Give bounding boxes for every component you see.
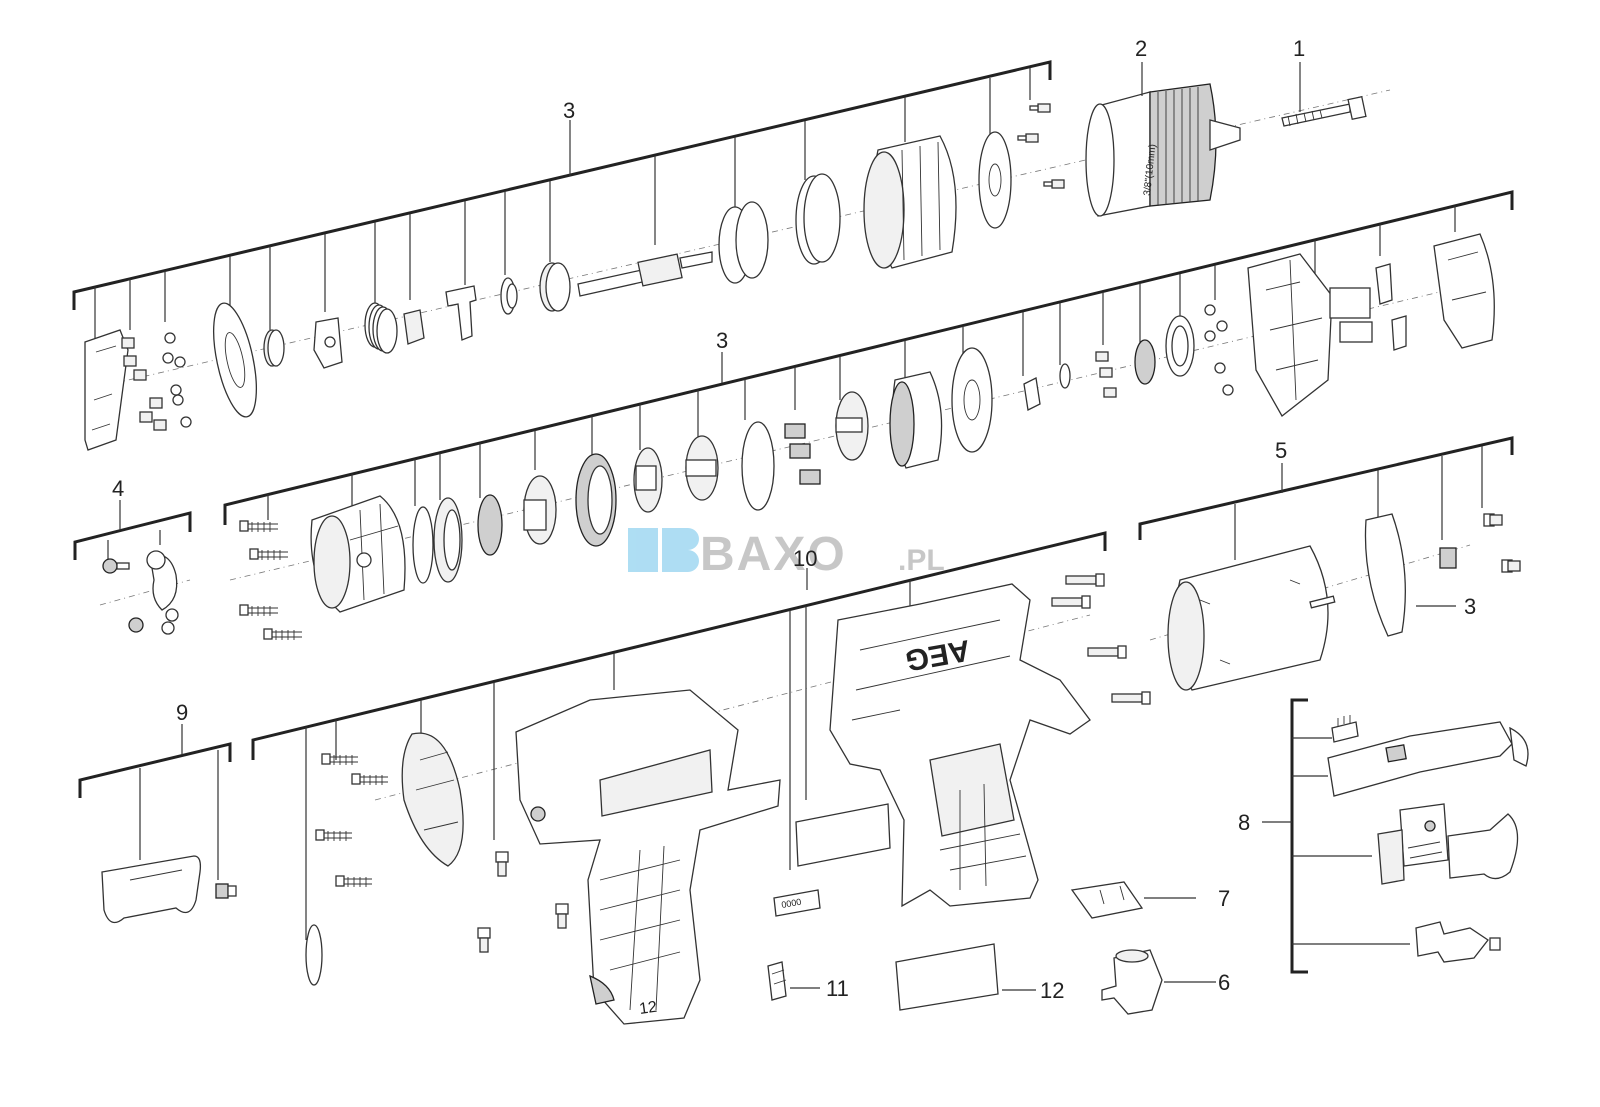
bracket-group-4: [73, 500, 192, 635]
callout-3-motor: 3: [1464, 594, 1476, 619]
trigger-switch: [1377, 803, 1519, 885]
battery-marking: 12: [638, 999, 658, 1018]
watermark-logo: BAXO .PL: [628, 528, 945, 581]
bracket-group-8: [1262, 698, 1529, 974]
housing-parts: 12 AEG 0000: [305, 573, 1151, 1025]
sticker-marking: 0000: [781, 897, 802, 910]
callout-numbers: 1 2 3 3 3 4 5 6 7 8 9 10 11 12: [112, 36, 1476, 1003]
chuck-marking: 3/8"(10mm): [1142, 144, 1158, 197]
callout-8: 8: [1238, 810, 1250, 835]
watermark-suffix: .PL: [898, 544, 945, 577]
callout-3-mid: 3: [716, 328, 728, 353]
motor: [1167, 545, 1336, 691]
callout-12: 12: [1040, 978, 1064, 1003]
loose-parts: [767, 881, 1216, 1015]
callout-5: 5: [1275, 438, 1287, 463]
callout-9: 9: [176, 700, 188, 725]
chuck: 3/8"(10mm): [1085, 83, 1241, 217]
bracket-group-3-top: [72, 60, 1052, 340]
gear-parts-top-row: 3/8"(10mm): [84, 83, 1367, 451]
callout-10: 10: [793, 546, 817, 571]
callout-4: 4: [112, 476, 124, 501]
callout-7: 7: [1218, 886, 1230, 911]
callout-6: 6: [1218, 970, 1230, 995]
watermark-brand: BAXO: [700, 528, 847, 581]
chuck-screw: [1281, 95, 1367, 127]
gearbox-parts-mid-row: [239, 233, 1495, 640]
callout-3-top: 3: [563, 98, 575, 123]
bracket-group-5: [1138, 436, 1521, 691]
callout-1: 1: [1293, 36, 1305, 61]
bracket-group-10: [251, 531, 1107, 940]
bracket-group-9: [78, 724, 237, 924]
callout-11: 11: [826, 976, 849, 1001]
callout-2: 2: [1135, 36, 1147, 61]
